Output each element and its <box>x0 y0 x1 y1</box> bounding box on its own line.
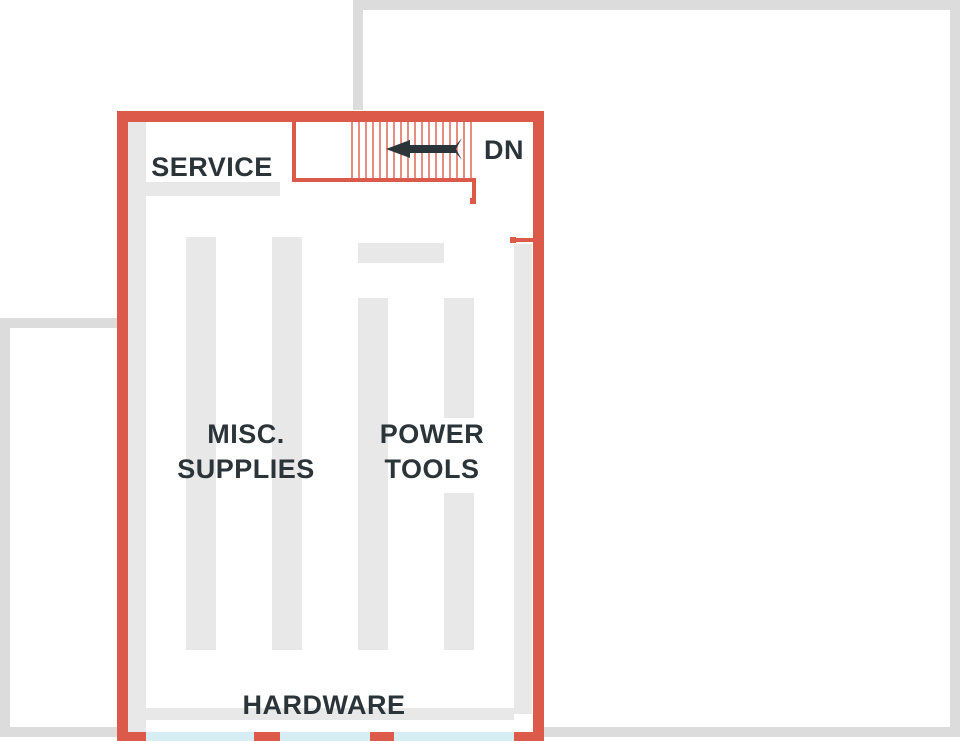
wall-left <box>117 111 128 741</box>
stairs-direction-label: DN <box>484 135 524 165</box>
store-walls <box>117 111 544 741</box>
neighbor-room-left <box>0 318 118 737</box>
shelf-misc-1 <box>186 237 216 650</box>
arrow-left-icon <box>386 138 462 160</box>
storefront-glass <box>146 732 514 741</box>
aisle-floor <box>128 122 532 741</box>
wall-bottom-seg-3 <box>370 732 394 741</box>
stair-enclosure <box>292 120 533 243</box>
zone-label-power-line1: POWER <box>380 419 485 449</box>
shelf-header-power <box>358 243 444 263</box>
shelf-power-2a <box>444 298 474 418</box>
shelving <box>186 237 474 650</box>
shelf-power-1 <box>358 298 388 650</box>
wall-bottom-seg-2 <box>254 732 280 741</box>
zone-label-misc-line1: MISC. <box>207 419 285 449</box>
wall-right <box>533 111 544 741</box>
wall-bottom-seg-1 <box>117 732 146 741</box>
shelf-power-2b <box>444 493 474 650</box>
neighbor-room-right <box>353 0 960 737</box>
zone-label-misc-line2: SUPPLIES <box>177 454 315 484</box>
zone-label-service: SERVICE <box>151 152 273 182</box>
wall-bottom-seg-4 <box>514 732 544 741</box>
wall-top <box>117 111 544 122</box>
zone-label-hardware: HARDWARE <box>243 690 406 720</box>
shelf-misc-2 <box>272 237 302 650</box>
zone-label-power-line2: TOOLS <box>384 454 479 484</box>
